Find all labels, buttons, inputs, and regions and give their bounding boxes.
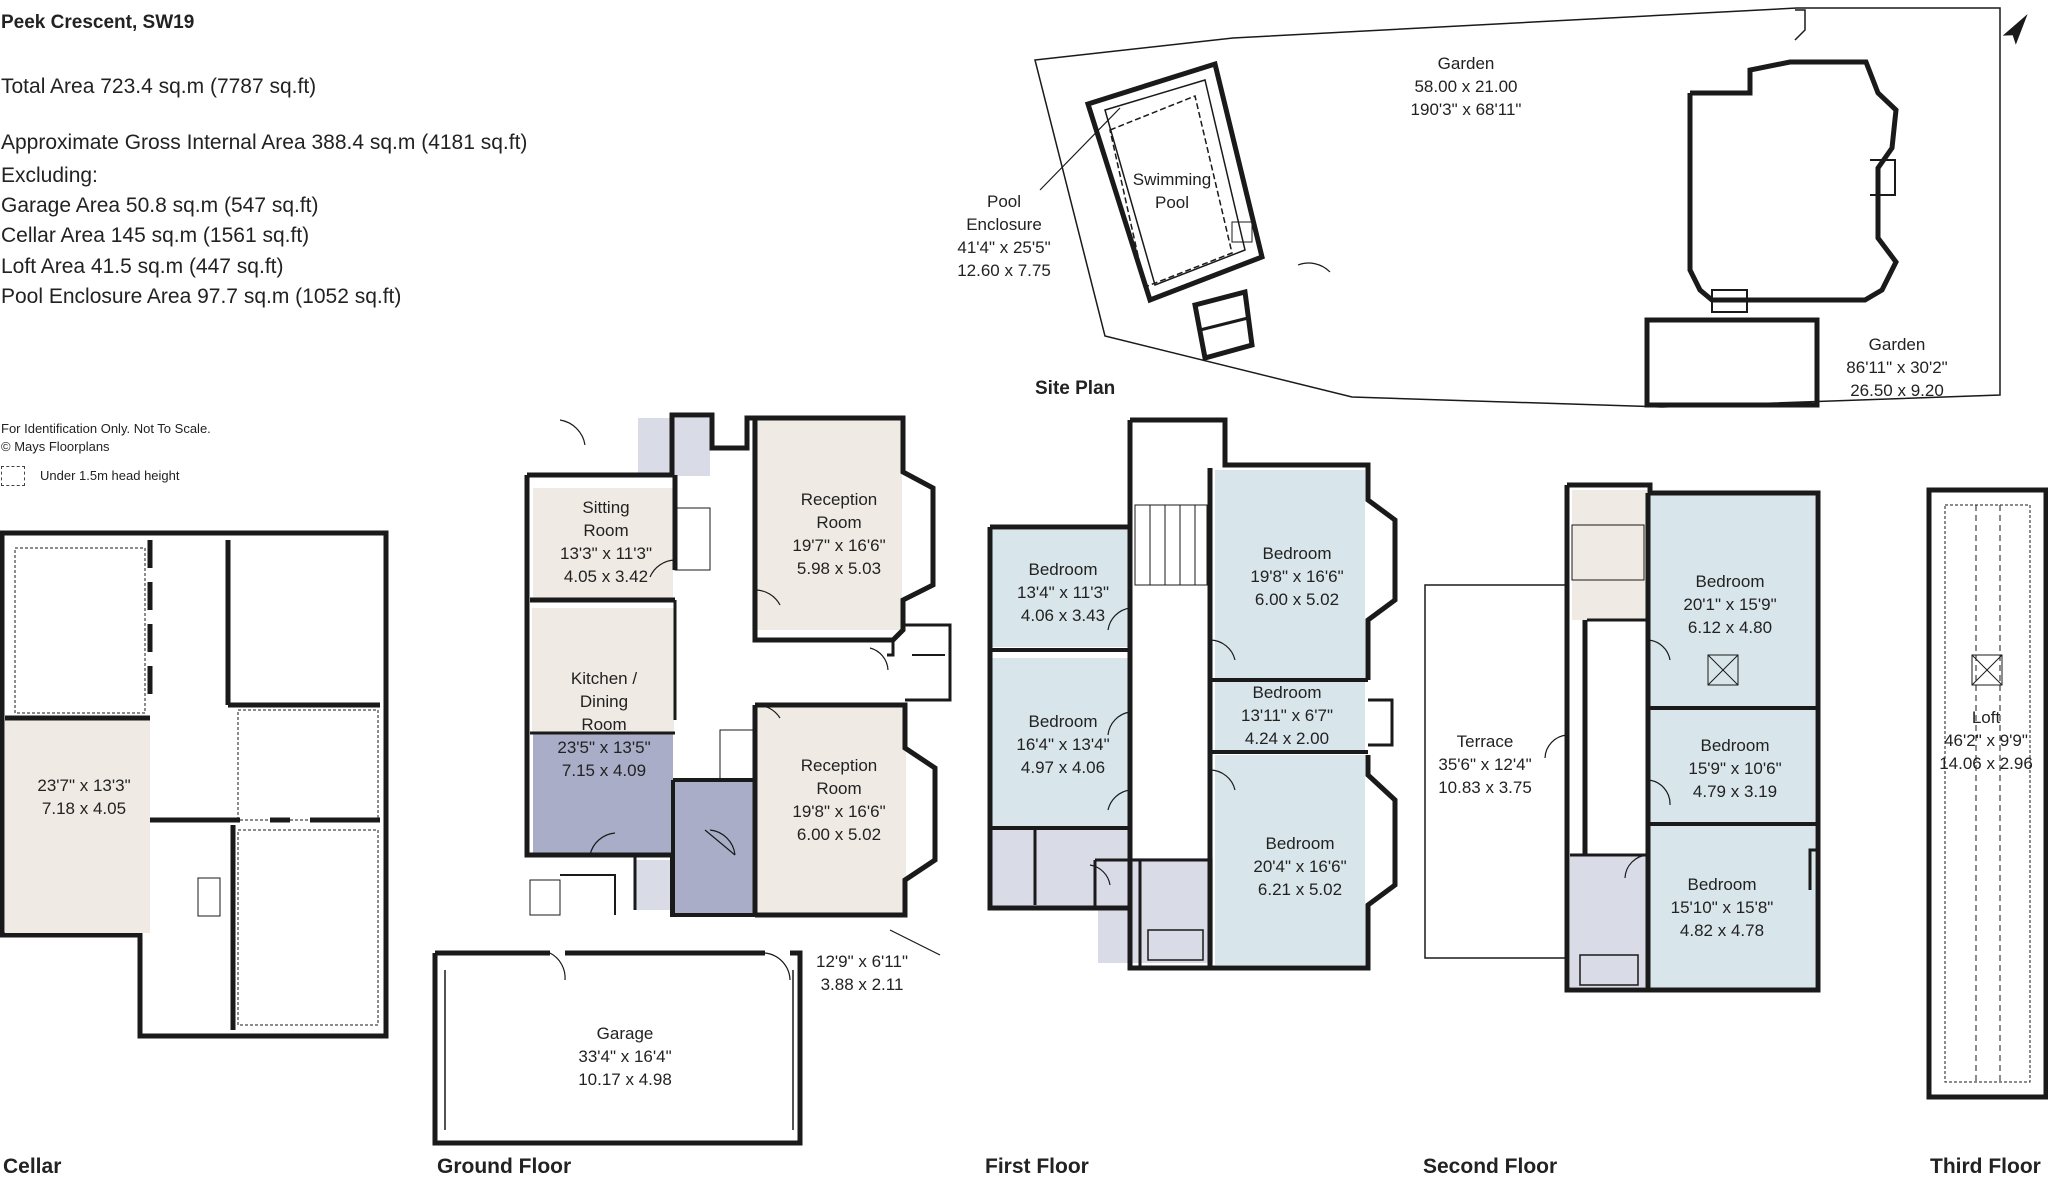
site-plan-label: Site Plan [1035, 378, 1116, 399]
floor-label-cellar: Cellar [3, 1155, 62, 1178]
gross-internal-area: Approximate Gross Internal Area 388.4 sq… [1, 131, 528, 154]
floor-label-second: Second Floor [1423, 1155, 1558, 1178]
cellar-area: Cellar Area 145 sq.m (1561 sq.ft) [1, 224, 310, 247]
site-plan [1034, 7, 2001, 408]
floor-label-ground: Ground Floor [437, 1155, 572, 1178]
page-title: Peek Crescent, SW19 [1, 12, 195, 33]
pool-area: Pool Enclosure Area 97.7 sq.m (1052 sq.f… [1, 285, 402, 308]
garage-area: Garage Area 50.8 sq.m (547 sq.ft) [1, 194, 319, 217]
floor-label-first: First Floor [985, 1155, 1089, 1178]
ground-floor-plan [432, 412, 952, 1146]
legend-swatch [1, 466, 25, 486]
total-area: Total Area 723.4 sq.m (7787 sq.ft) [1, 75, 317, 98]
utility-label: 12'9" x 6'11"3.88 x 2.11 [816, 952, 908, 994]
cellar-room-label: 23'7" x 13'3"7.18 x 4.05 [37, 776, 131, 818]
first-floor-plan [987, 417, 1398, 971]
excluding-label: Excluding: [1, 164, 98, 187]
loft-area: Loft Area 41.5 sq.m (447 sq.ft) [1, 255, 284, 278]
second-floor-plan [1424, 482, 1821, 993]
legend-label: Under 1.5m head height [40, 468, 180, 483]
copyright: © Mays Floorplans [1, 439, 110, 454]
disclaimer: For Identification Only. Not To Scale. [1, 421, 211, 436]
cellar-plan [0, 530, 389, 1039]
north-arrow [2002, 13, 2028, 45]
third-floor-plan [1926, 487, 2048, 1100]
floor-label-third: Third Floor [1930, 1155, 2041, 1178]
